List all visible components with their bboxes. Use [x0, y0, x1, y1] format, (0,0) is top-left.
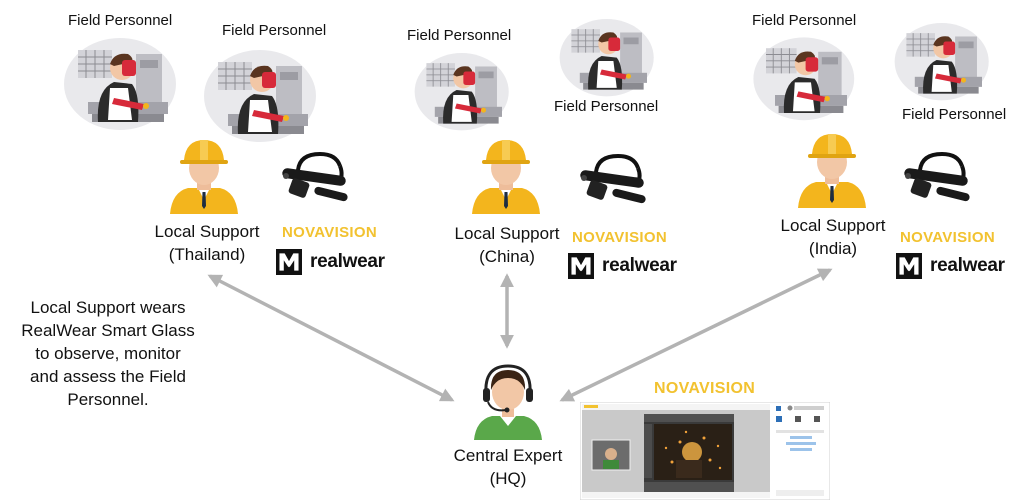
realwear-mark-icon — [894, 253, 924, 279]
note-line: and assess the Field — [30, 367, 186, 386]
local-support-title: Local Support — [154, 222, 260, 241]
headset-support-icon — [474, 364, 542, 440]
note-line: to observe, monitor — [35, 344, 181, 363]
local-support-region: (Thailand) — [168, 245, 246, 264]
realwear-mark-icon — [274, 249, 304, 275]
local-support-region: (India) — [808, 239, 858, 258]
novavision-logo: NOVAVISION — [654, 380, 756, 397]
note-line: RealWear Smart Glass — [21, 321, 195, 340]
realwear-logo: realwear — [274, 249, 385, 275]
smart-glass-icon — [278, 150, 358, 210]
note-line: Local Support wears — [30, 298, 186, 317]
arrow-thailand-hq — [207, 274, 455, 402]
realwear-logo: realwear — [566, 253, 677, 279]
arrow-india-hq — [559, 268, 833, 402]
realwear-wordmark: realwear — [310, 251, 385, 272]
novavision-logo: NOVAVISION — [900, 229, 995, 246]
field-worker-icon — [742, 32, 862, 122]
field-worker-icon — [400, 48, 520, 132]
local-support-title: Local Support — [780, 216, 886, 235]
central-expert-label: Central Expert (HQ) — [440, 444, 576, 490]
central-expert-location: (HQ) — [489, 469, 527, 488]
field-worker-icon — [545, 14, 665, 98]
hardhat-worker-icon — [164, 134, 244, 214]
field-worker-icon — [880, 18, 1000, 102]
realwear-wordmark: realwear — [930, 255, 1005, 276]
realwear-wordmark: realwear — [602, 255, 677, 276]
central-expert-title: Central Expert — [453, 446, 563, 465]
field-personnel-label: Field Personnel — [554, 98, 659, 115]
field-worker-icon — [198, 44, 318, 144]
note-line: Personnel. — [67, 390, 149, 409]
smart-glass-icon — [576, 152, 656, 212]
novavision-logo: NOVAVISION — [572, 229, 667, 246]
novavision-logo: NOVAVISION — [282, 224, 377, 241]
local-support-label: Local Support (Thailand) — [142, 220, 272, 266]
local-support-region: (China) — [479, 247, 535, 266]
field-personnel-label: Field Personnel — [902, 106, 1007, 123]
field-personnel-label: Field Personnel — [407, 27, 512, 44]
realwear-logo: realwear — [894, 253, 1005, 279]
field-personnel-label: Field Personnel — [222, 22, 327, 39]
field-personnel-label: Field Personnel — [68, 12, 173, 29]
description-note: Local Support wears RealWear Smart Glass… — [8, 296, 208, 411]
hardhat-worker-icon — [466, 134, 546, 214]
field-worker-icon — [58, 32, 178, 132]
hardhat-worker-icon — [792, 128, 872, 208]
realwear-mark-icon — [566, 253, 596, 279]
field-personnel-label: Field Personnel — [752, 12, 857, 29]
local-support-label: Local Support (India) — [768, 214, 898, 260]
smart-glass-icon — [900, 150, 980, 210]
local-support-title: Local Support — [454, 224, 560, 243]
video-call-screenshot — [580, 402, 830, 500]
local-support-label: Local Support (China) — [442, 222, 572, 268]
